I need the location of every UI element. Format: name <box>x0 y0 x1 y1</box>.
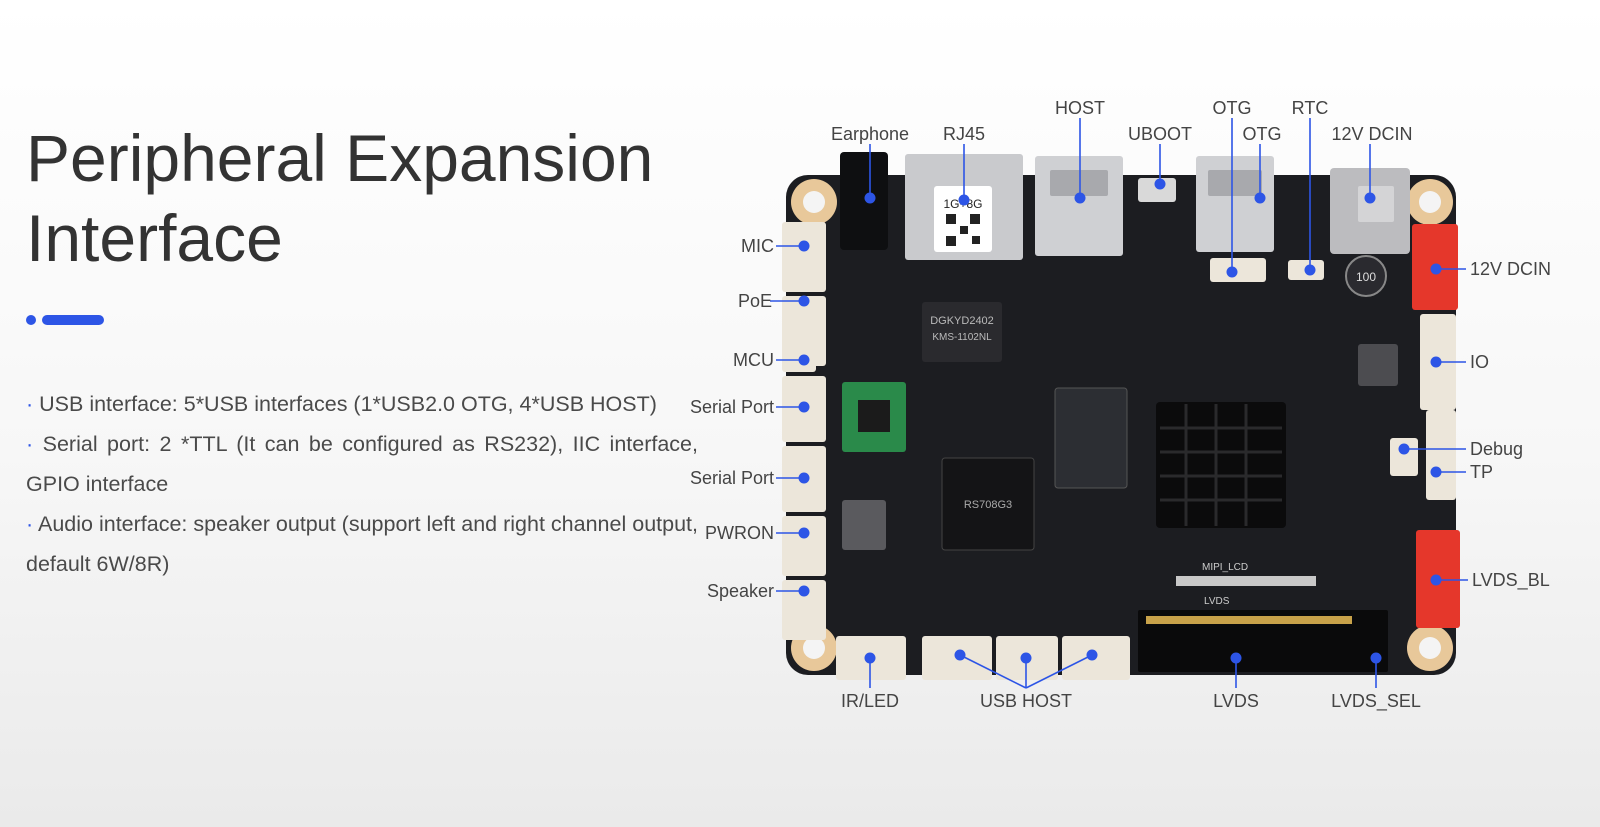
label-earphone: Earphone <box>831 124 909 144</box>
debug-tp-connector <box>1426 410 1456 500</box>
label-12v-dcin-right: 12V DCIN <box>1470 259 1551 279</box>
earphone-jack <box>840 152 888 250</box>
label-rj45: RJ45 <box>943 124 985 144</box>
label-lvds: LVDS <box>1213 691 1259 711</box>
debug-small-connector <box>1390 438 1418 476</box>
label-mic: MIC <box>741 236 774 256</box>
svg-text:100: 100 <box>1356 270 1376 284</box>
label-serial-port-1: Serial Port <box>690 397 774 417</box>
mounting-holes <box>791 179 1453 671</box>
accent-divider <box>26 314 106 326</box>
label-tp: TP <box>1470 462 1493 482</box>
inductor <box>842 500 886 550</box>
accent-dot <box>26 315 36 325</box>
qr-sticker <box>934 186 992 252</box>
capacitor <box>1345 255 1387 297</box>
label-debug: Debug <box>1470 439 1523 459</box>
uboot-button <box>1138 178 1176 202</box>
lvds-sel-header <box>1352 610 1388 672</box>
label-usb-host: USB HOST <box>980 691 1072 711</box>
label-rtc: RTC <box>1292 98 1329 118</box>
mipi-connector <box>1176 576 1316 586</box>
label-host: HOST <box>1055 98 1105 118</box>
svg-text:KMS-1102NL: KMS-1102NL <box>932 332 992 343</box>
feature-usb: · USB interface: 5*USB interfaces (1*USB… <box>26 392 657 416</box>
soc-chip <box>941 457 1035 551</box>
label-lvds-sel: LVDS_SEL <box>1331 691 1421 712</box>
title-block: Peripheral Expansion Interface <box>26 118 706 278</box>
svg-text:RS708G3: RS708G3 <box>964 499 1012 511</box>
label-mcu: MCU <box>733 350 774 370</box>
callout-dots <box>798 178 1442 664</box>
svg-text:LVDS: LVDS <box>1204 596 1230 607</box>
feature-audio: · Audio interface: speaker output (suppo… <box>26 512 698 576</box>
svg-text:DGKYD2402: DGKYD2402 <box>930 315 994 327</box>
label-serial-port-2: Serial Port <box>690 468 774 488</box>
svg-text:MIPI_LCD: MIPI_LCD <box>1202 562 1248 573</box>
heatsink <box>1156 402 1286 528</box>
board-diagram: 1G+8G 100 LVDS <box>690 90 1600 740</box>
label-speaker: Speaker <box>707 581 774 601</box>
qr-code <box>946 214 980 246</box>
page-title: Peripheral Expansion Interface <box>26 118 706 278</box>
label-lvds-bl: LVDS_BL <box>1472 570 1550 591</box>
callout-lines <box>770 118 1468 689</box>
label-uboot: UBOOT <box>1128 124 1192 144</box>
title-line-1: Peripheral Expansion <box>26 121 654 195</box>
label-pwron: PWRON <box>705 523 774 543</box>
label-otg-port: OTG <box>1243 124 1282 144</box>
label-otg-header: OTG <box>1213 98 1252 118</box>
label-io: IO <box>1470 352 1489 372</box>
feature-serial: · Serial port: 2 *TTL (It can be configu… <box>26 432 698 496</box>
label-poe: PoE <box>738 291 772 311</box>
otg-header <box>1210 258 1266 282</box>
power-inductor <box>1358 344 1398 386</box>
label-12v-dcin-top: 12V DCIN <box>1331 124 1412 144</box>
board-svg: 1G+8G 100 LVDS <box>690 98 1551 712</box>
feature-list: · USB interface: 5*USB interfaces (1*USB… <box>26 384 698 584</box>
network-transformer <box>922 302 1002 362</box>
label-ir-led: IR/LED <box>841 691 899 711</box>
heatsink-fins <box>1160 404 1282 526</box>
title-line-2: Interface <box>26 201 283 275</box>
lvds-header <box>1138 610 1362 672</box>
accent-bar <box>42 315 104 325</box>
lvds-pins <box>1146 616 1352 624</box>
emmc-chip <box>1054 387 1128 489</box>
